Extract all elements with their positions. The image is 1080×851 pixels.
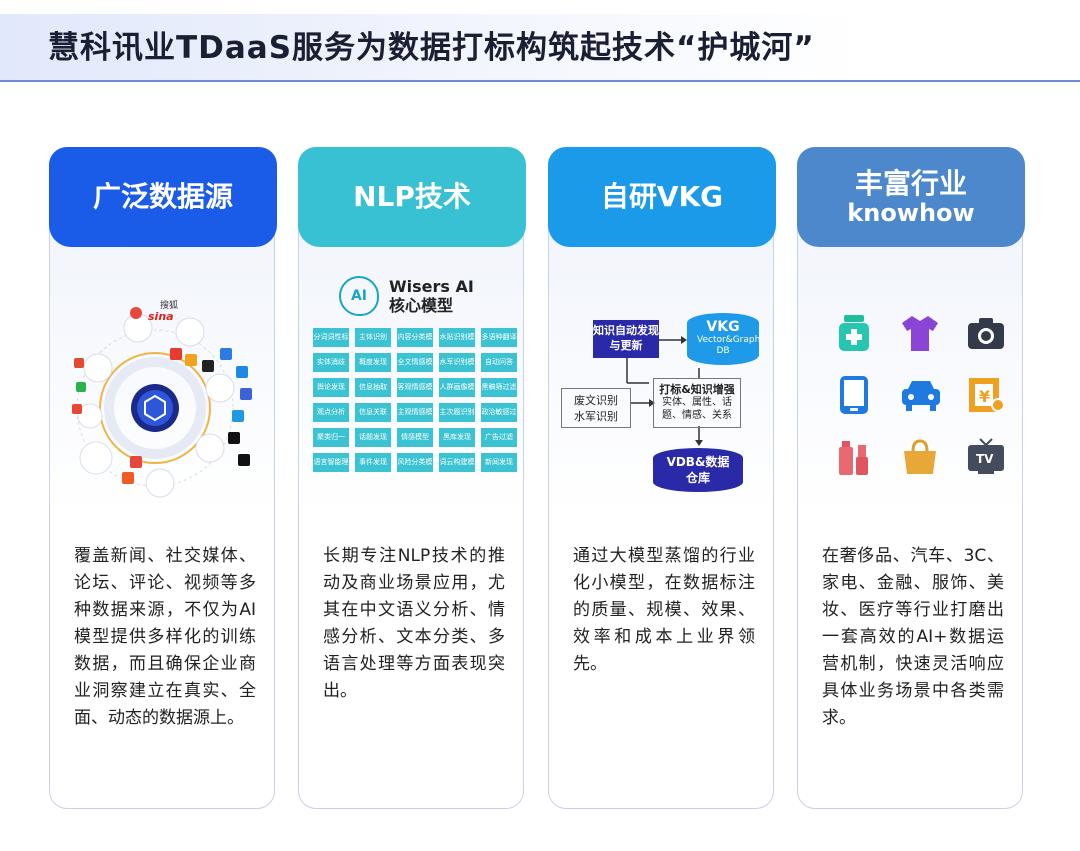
- cosmetics-icon: [834, 437, 874, 477]
- card-description: 长期专注NLP技术的推动及商业场景应用，尤其在中文语义分析、情感分析、文本分类、…: [323, 546, 505, 701]
- card-title: 广泛数据源: [92, 180, 233, 213]
- page-title: 慧科讯业TDaaS服务为数据打标构筑起技术“护城河”: [48, 30, 815, 66]
- card-vkg: 自研VKG 知识自动发现与更新 VKG Vector&Graph DB 废文识别…: [548, 147, 776, 809]
- nlp-capability-cell: 人群画像模型: [439, 378, 475, 397]
- nlp-capability-grid: 分词词性标注主体识别内容分类模型水贴识别模型多语种翻译实体消歧概度发现全文情感模…: [313, 328, 517, 472]
- nlp-capability-cell: 政治敏感过滤: [481, 403, 517, 422]
- svg-text:搜狐: 搜狐: [160, 299, 178, 311]
- ai-head-icon: AI: [339, 276, 379, 316]
- card-title: NLP技术: [353, 180, 471, 213]
- svg-text:TV: TV: [976, 452, 994, 466]
- svg-text:¥: ¥: [979, 387, 990, 406]
- card-header: NLP技术: [298, 147, 526, 247]
- nlp-capability-cell: 聚类归一: [313, 428, 349, 447]
- nlp-capability-cell: 舆论发现: [313, 378, 349, 397]
- card-description: 在奢侈品、汽车、3C、家电、金融、服饰、美妆、医疗等行业打磨出一套高效的AI+数…: [822, 546, 1004, 728]
- model-header: AI Wisers AI 核心模型: [339, 276, 474, 316]
- card-title: 丰富行业: [854, 167, 967, 200]
- nlp-capability-cell: 观点分析: [313, 403, 349, 422]
- nlp-capability-cell: 黑稿筛过滤: [481, 378, 517, 397]
- nlp-capability-cell: 广告过滤: [481, 428, 517, 447]
- tv-icon: TV: [966, 437, 1006, 477]
- nlp-capability-cell: 信息关联: [355, 403, 391, 422]
- nlp-capability-cell: 实体消歧: [313, 353, 349, 372]
- nlp-capability-cell: 概度发现: [355, 353, 391, 372]
- nlp-capability-cell: 自动问答: [481, 353, 517, 372]
- finance-icon: ¥: [966, 375, 1006, 415]
- nlp-capability-cell: 词云构建模型: [439, 453, 475, 472]
- nlp-capability-cell: 黑库发现: [439, 428, 475, 447]
- nlp-capability-cell: 事件发现: [355, 453, 391, 472]
- car-icon: [900, 375, 940, 415]
- svg-text:sina: sina: [148, 310, 174, 323]
- industry-icon-grid: ¥ TV: [834, 313, 1006, 477]
- model-sub: 核心模型: [389, 296, 454, 315]
- vkg-connectors: [626, 336, 703, 446]
- card-header: 广泛数据源: [49, 147, 277, 247]
- vkg-database: VKG Vector&Graph DB: [687, 313, 760, 365]
- tablet-icon: [834, 375, 874, 415]
- card-title: 自研VKG: [600, 180, 724, 213]
- nlp-capability-cell: 全文情感模型: [397, 353, 433, 372]
- nlp-capability-cell: 信息抽取: [355, 378, 391, 397]
- camera-icon: [966, 313, 1006, 353]
- nlp-capability-cell: 水军识别模型: [439, 353, 475, 372]
- nlp-capability-cell: 客观情感模型: [397, 378, 433, 397]
- card-nlp: NLP技术 AI Wisers AI 核心模型 分词词性标注主体识别内容分类模型…: [298, 147, 526, 809]
- nlp-capability-cell: 风险分类模型: [397, 453, 433, 472]
- spam-detection-box: 废文识别水军识别: [561, 388, 631, 428]
- medicine-icon: [834, 313, 874, 353]
- tshirt-icon: [900, 313, 940, 353]
- tagging-enhancement-box: 打标&知识增强 实体、属性、话题、情感、关系: [653, 378, 741, 428]
- nlp-capability-cell: 主次题识别: [439, 403, 475, 422]
- nlp-capability-cell: 水贴识别模型: [439, 328, 475, 347]
- card-header: 自研VKG: [548, 147, 776, 247]
- vkg-diagram: 知识自动发现与更新 VKG Vector&Graph DB 废文识别水军识别 打…: [549, 258, 775, 518]
- model-name: Wisers AI: [389, 277, 474, 296]
- nlp-capability-cell: 情感模型: [397, 428, 433, 447]
- nlp-capability-cell: 语言智能理解: [313, 453, 349, 472]
- nlp-capability-cell: 话题发现: [355, 428, 391, 447]
- vdb-warehouse: VDB&数据仓库: [653, 448, 743, 492]
- card-industry-knowhow: 丰富行业 knowhow ¥ TV 在奢侈品、汽车、3C、家电、金融、服饰、美妆…: [797, 147, 1025, 809]
- card-subtitle: knowhow: [847, 199, 975, 227]
- nlp-capability-cell: 内容分类模型: [397, 328, 433, 347]
- data-source-ring-illustration: 搜狐 sina: [72, 299, 252, 498]
- card-description: 覆盖新闻、社交媒体、论坛、评论、视频等多种数据来源，不仅为AI模型提供多样化的训…: [74, 546, 256, 728]
- card-description: 通过大模型蒸馏的行业化小模型，在数据标注的质量、规模、效果、效率和成本上业界领先…: [573, 546, 755, 674]
- nlp-capability-cell: 新闻发现: [481, 453, 517, 472]
- title-bar: [0, 14, 1080, 82]
- handbag-icon: [900, 437, 940, 477]
- nlp-capability-cell: 分词词性标注: [313, 328, 349, 347]
- nlp-capability-cell: 多语种翻译: [481, 328, 517, 347]
- card-header: 丰富行业 knowhow: [797, 147, 1025, 247]
- card-data-sources: 广泛数据源 搜狐 sina 覆盖新闻、社交媒体、论坛、评论、视频等多种数: [49, 147, 277, 809]
- knowledge-discovery-box: 知识自动发现与更新: [593, 320, 659, 358]
- nlp-capability-cell: 主体识别: [355, 328, 391, 347]
- nlp-capability-cell: 主观情感模型: [397, 403, 433, 422]
